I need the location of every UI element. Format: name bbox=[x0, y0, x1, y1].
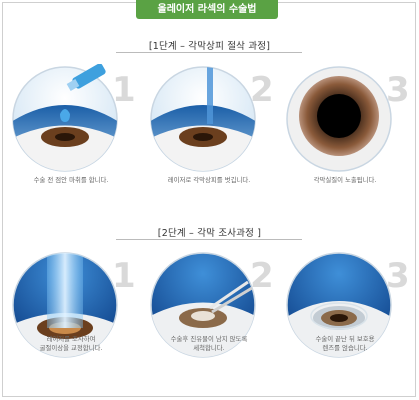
step-number: 3 bbox=[386, 256, 410, 296]
laser-irradiation-illustration bbox=[12, 252, 118, 358]
step-number: 2 bbox=[250, 70, 274, 110]
exposed-stroma-illustration bbox=[286, 66, 392, 172]
caption-line: 수술후 진유물이 남지 않도록 bbox=[170, 335, 248, 343]
step-caption: 수술이 끝난 뒤 보호용 렌즈를 얹습니다. bbox=[280, 335, 410, 353]
step-caption: 레이저를 조사하여 굴절이상을 교정합니다. bbox=[6, 335, 136, 353]
stage1-divider bbox=[116, 52, 302, 53]
step-number: 1 bbox=[112, 70, 136, 110]
step-caption: 수술후 진유물이 남지 않도록 세척합니다. bbox=[144, 335, 274, 353]
eye-drop-illustration bbox=[12, 64, 118, 172]
laser-epithelium-illustration bbox=[150, 66, 256, 172]
stage2-step-2: 2 수술후 진유물이 남지 않도록 세척합니다. bbox=[144, 250, 274, 390]
caption-line: 레이저를 조사하여 bbox=[46, 335, 96, 343]
stage1-step-3: 3 각막실질이 노출됩니다. bbox=[280, 64, 410, 204]
caption-line: 세척합니다. bbox=[193, 344, 225, 352]
step-caption: 레이저로 각막상피를 벗깁니다. bbox=[167, 176, 251, 184]
stage2-divider bbox=[116, 239, 302, 240]
step-number: 2 bbox=[250, 256, 274, 296]
stage2-heading: [2단계 – 각막 조사과정 ] bbox=[157, 228, 262, 239]
step-number: 3 bbox=[386, 70, 410, 110]
stage1-heading: [1단계 – 각막상피 절삭 과정] bbox=[148, 41, 271, 52]
caption-line: 렌즈를 얹습니다. bbox=[322, 344, 368, 352]
caption-line: 굴절이상을 교정합니다. bbox=[39, 344, 103, 352]
page-title: 올레이저 라섹의 수술법 bbox=[136, 0, 278, 19]
step-number: 1 bbox=[112, 256, 136, 296]
stage2-step-3: 3 수술이 끝난 뒤 보호용 렌즈를 얹습니다. bbox=[280, 250, 410, 390]
stage1-step-2: 2 레이저로 각막상피를 벗깁니다. bbox=[144, 64, 274, 204]
stage2-step-1: 1 레이저를 조사하여 굴절이상을 교정합니다. bbox=[6, 250, 136, 390]
protective-lens-illustration bbox=[286, 252, 392, 358]
stage1-step-1: 1 수술 전 점안 마취를 합니다. bbox=[6, 64, 136, 204]
step-caption: 각막실질이 노출됩니다. bbox=[313, 176, 377, 184]
step-caption: 수술 전 점안 마취를 합니다. bbox=[33, 176, 109, 184]
caption-line: 수술이 끝난 뒤 보호용 bbox=[315, 335, 375, 343]
irrigation-illustration bbox=[150, 252, 256, 358]
